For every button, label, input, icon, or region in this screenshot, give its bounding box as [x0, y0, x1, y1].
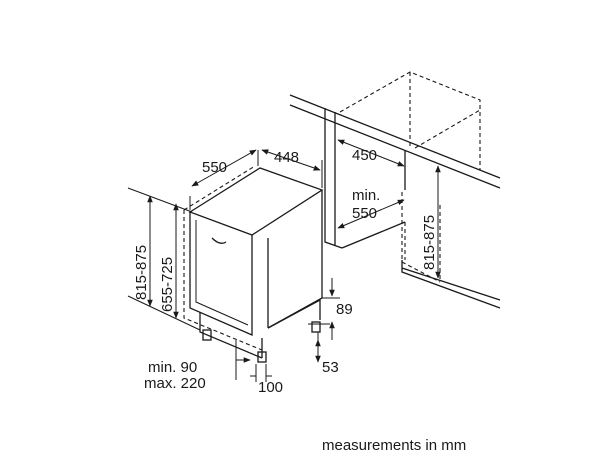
dimension-niche-height: 815-875 — [421, 165, 441, 279]
label-base-offset: 53 — [322, 359, 339, 376]
dimension-plinth: 89 — [322, 278, 353, 340]
label-foot: 100 — [258, 379, 283, 396]
dimension-door-clearance: min. 90 max. 220 — [144, 340, 251, 392]
dimension-foot: 100 — [250, 364, 283, 396]
dimension-width: 550 — [189, 149, 259, 210]
dimension-depth: 448 — [261, 149, 323, 188]
label-appliance-height: 655-725 — [159, 257, 176, 312]
label-width: 550 — [202, 159, 227, 176]
label-depth: 448 — [274, 149, 299, 166]
label-cabinet-height: 815-875 — [133, 245, 150, 300]
dimension-niche-depth: 450 — [337, 139, 405, 167]
label-niche-depth: 450 — [352, 147, 377, 164]
label-door-min: min. 90 — [148, 359, 197, 376]
dimension-appliance-height: 655-725 — [159, 203, 179, 319]
dimension-cabinet-height: 815-875 — [127, 187, 201, 331]
measurement-note: measurements in mm — [322, 437, 467, 454]
dimension-min-depth: min. 550 — [337, 187, 405, 229]
label-min-prefix: min. — [352, 187, 380, 204]
label-niche-height: 815-875 — [421, 215, 438, 270]
dimension-base-offset: 53 — [308, 323, 339, 376]
appliance — [183, 165, 324, 363]
label-door-max: max. 220 — [144, 375, 206, 392]
label-plinth: 89 — [336, 301, 353, 318]
